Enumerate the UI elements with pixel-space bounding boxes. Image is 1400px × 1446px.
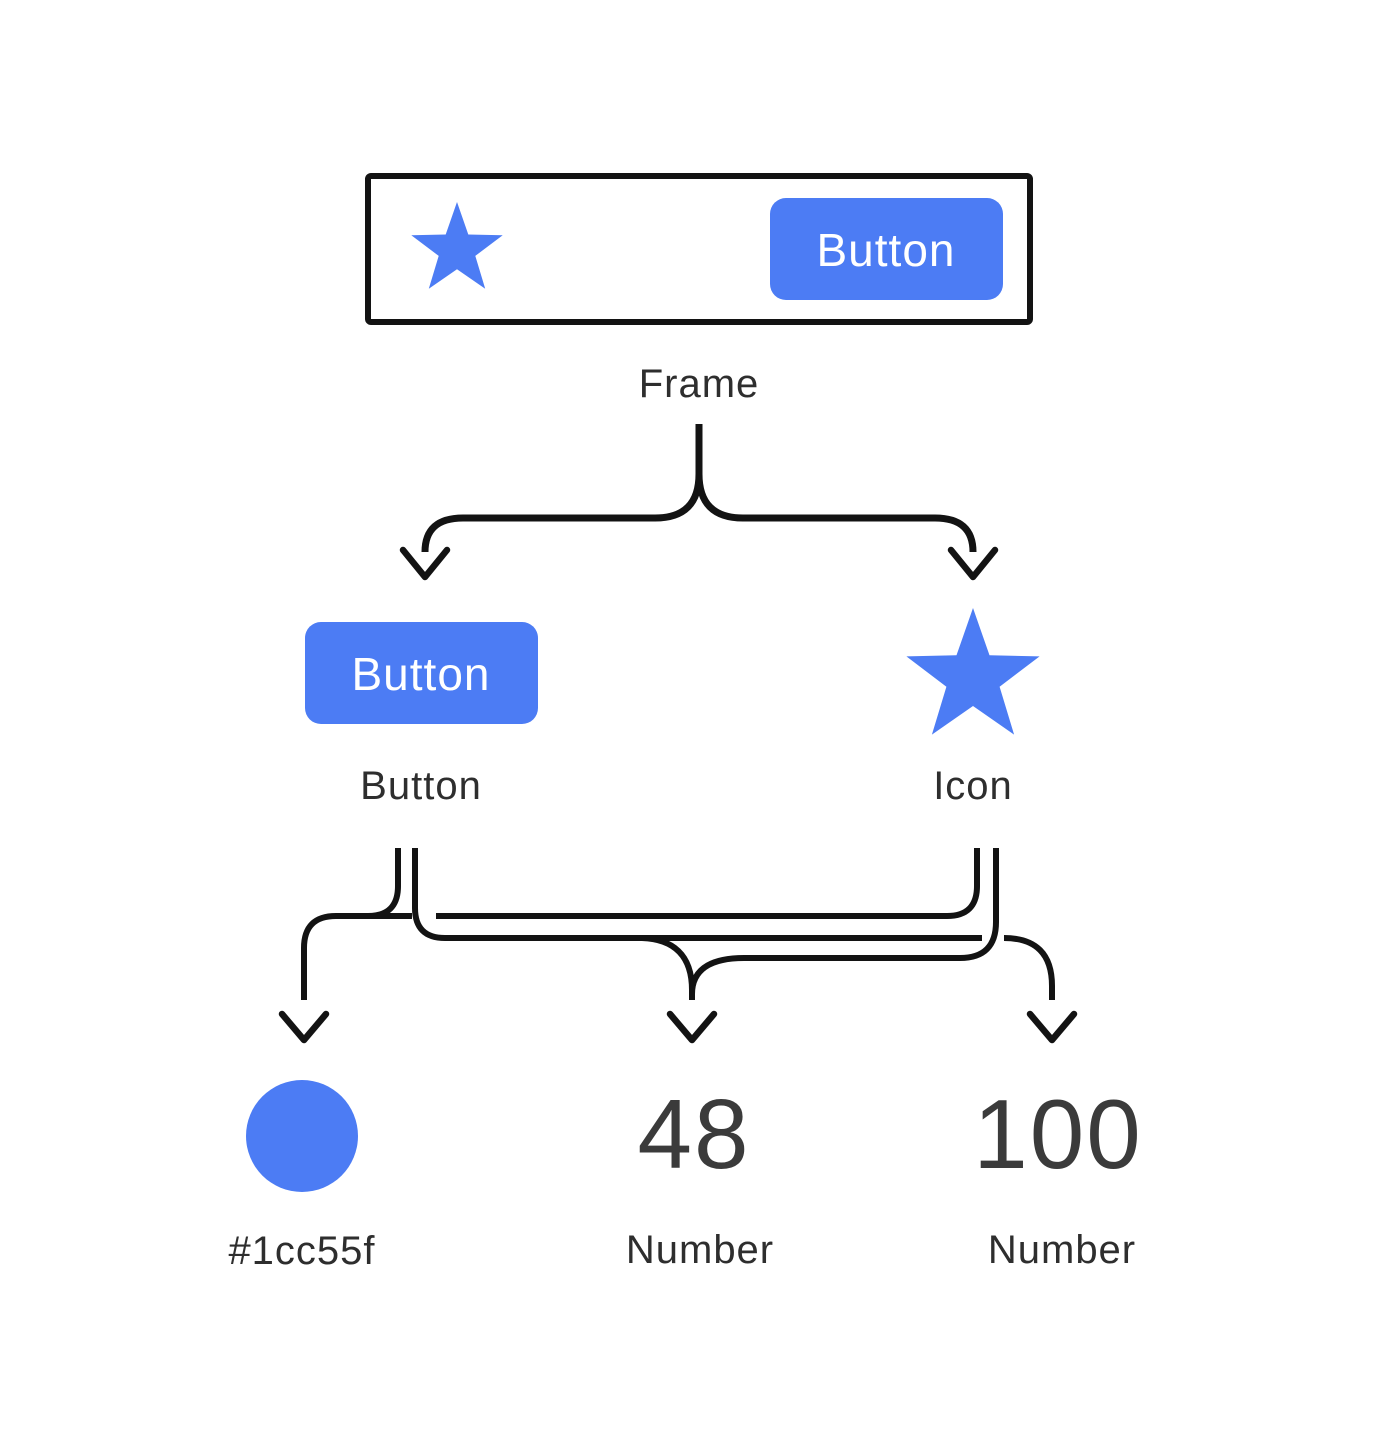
button-in-frame-shape	[770, 198, 1003, 300]
button-in-frame: Button	[770, 198, 1003, 300]
connector-100-drop	[1003, 935, 1055, 1000]
button-caption: Button	[360, 764, 482, 808]
connector-frame-to-button	[421, 424, 703, 553]
arrowhead-to-48	[666, 1010, 718, 1044]
icon-caption: Icon	[933, 764, 1013, 808]
connector-button-to-numbers	[412, 848, 982, 941]
connector-branch-to-48	[641, 935, 695, 1000]
button-node-label: Button	[352, 648, 491, 700]
frame-caption: Frame	[639, 362, 760, 406]
button-node: Button	[305, 622, 538, 724]
connector-button-to-color	[367, 848, 401, 919]
arrowhead-to-100	[1026, 1010, 1078, 1044]
connector-icon-to-48	[689, 848, 999, 995]
connector-color-drop	[301, 913, 412, 1000]
number-100-caption: Number	[988, 1228, 1136, 1272]
arrowhead-to-color	[278, 1010, 330, 1044]
number-48-caption: Number	[626, 1228, 774, 1272]
star-icon	[411, 202, 503, 289]
arrowhead-to-button	[399, 546, 451, 581]
connector-icon-to-color	[436, 848, 980, 919]
color-swatch-circle	[246, 1080, 358, 1192]
number-100-value: 100	[973, 1079, 1143, 1189]
button-node-shape	[305, 622, 538, 724]
button-in-frame-label: Button	[817, 224, 956, 276]
number-48-value: 48	[637, 1079, 750, 1189]
connector-frame-to-icon	[695, 424, 977, 553]
arrowhead-to-icon	[947, 546, 999, 581]
color-caption: #1cc55f	[228, 1229, 375, 1273]
star-icon-large	[906, 608, 1040, 735]
